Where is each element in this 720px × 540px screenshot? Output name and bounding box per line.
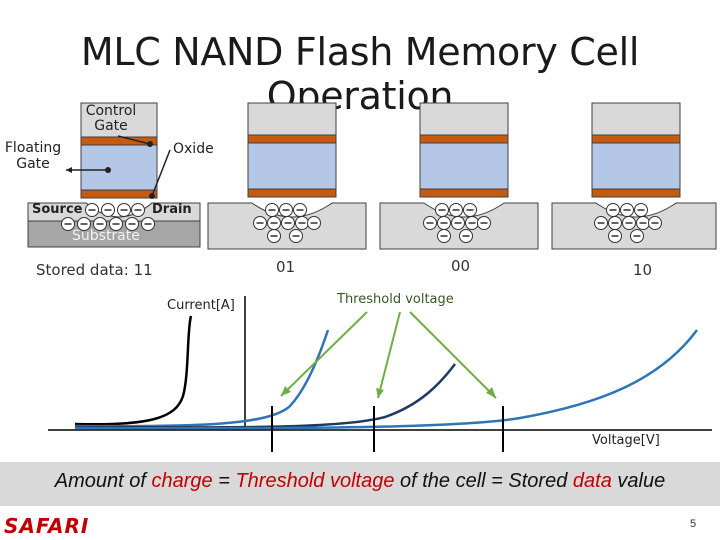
electron (608, 229, 622, 243)
electron (125, 217, 139, 231)
electron (634, 203, 648, 217)
electron (289, 229, 303, 243)
electron (77, 217, 91, 231)
summary-text: Amount of charge = Threshold voltage of … (54, 470, 666, 492)
electron (477, 216, 491, 230)
electron (630, 229, 644, 243)
curve-11 (74, 315, 193, 426)
threshold-voltage-label: Threshold voltage (337, 292, 454, 307)
oxide-label: Oxide (173, 141, 214, 157)
electron (435, 203, 449, 217)
electron (253, 216, 267, 230)
stored-data-11: Stored data: 11 (36, 261, 153, 279)
electron (648, 216, 662, 230)
stored-data-10: 10 (633, 261, 653, 279)
electron (267, 229, 281, 243)
electron (265, 203, 279, 217)
stored-data-01: 01 (276, 258, 296, 276)
electron (594, 216, 608, 230)
electron (293, 203, 307, 217)
electron (109, 217, 123, 231)
slide-title: MLC NAND Flash Memory Cell Operation (80, 30, 640, 118)
flash-cell-01 (207, 102, 380, 251)
electron (463, 203, 477, 217)
x-axis-label: Voltage[V] (592, 433, 660, 448)
drain-label: Drain (152, 202, 192, 217)
vth-arrow-00 (377, 311, 401, 399)
flash-cell-00 (379, 102, 552, 251)
electron (131, 203, 145, 217)
stored-data-00: 00 (451, 257, 471, 275)
electron (141, 217, 155, 231)
electron (622, 216, 636, 230)
electron (459, 229, 473, 243)
substrate-label: Substrate (72, 228, 140, 244)
y-axis-label: Current[A] (167, 298, 235, 313)
vth-arrow-10 (409, 311, 497, 399)
curve-10 (74, 329, 699, 430)
electron (437, 229, 451, 243)
electron (281, 216, 295, 230)
electron (117, 203, 131, 217)
electron (451, 216, 465, 230)
safari-logo: SAFARI (4, 514, 90, 538)
electron (307, 216, 321, 230)
summary-banner (0, 462, 720, 506)
electron (61, 217, 75, 231)
electron (93, 217, 107, 231)
source-label: Source (32, 202, 83, 217)
curve-01 (74, 329, 330, 428)
electron (85, 203, 99, 217)
vth-arrow-01 (280, 311, 368, 397)
electron (101, 203, 115, 217)
page-number: 5 (690, 518, 697, 530)
electron (423, 216, 437, 230)
